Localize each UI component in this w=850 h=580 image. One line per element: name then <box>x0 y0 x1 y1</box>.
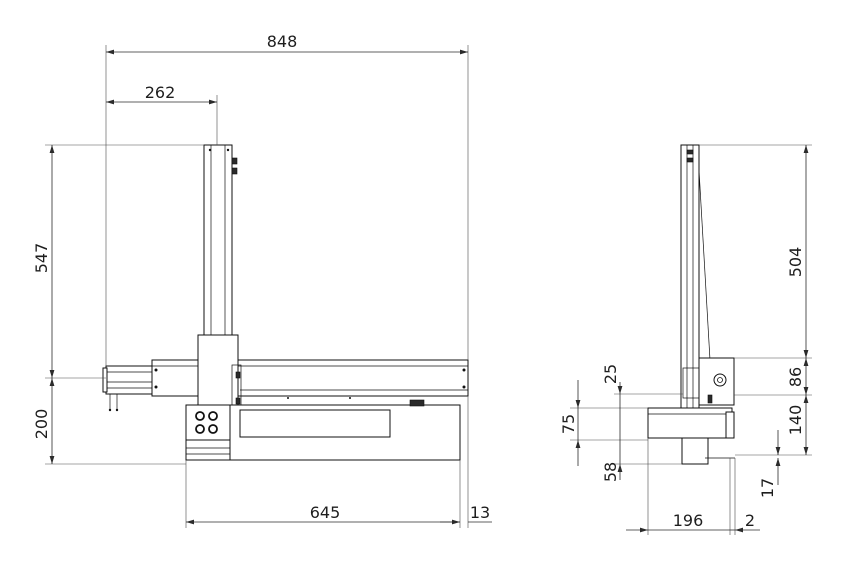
side-extension-lines <box>570 144 812 535</box>
dim-column-height: 547 <box>32 243 51 274</box>
side-view: 504 86 140 17 25 75 58 196 2 <box>559 144 812 535</box>
front-dimension-lines <box>49 49 492 525</box>
dim-column-offset: 262 <box>145 83 176 102</box>
dim-top-gap: 25 <box>601 364 620 384</box>
dim-base-height: 200 <box>32 409 51 440</box>
dim-mid-height: 75 <box>559 414 578 434</box>
carriage <box>197 334 242 406</box>
dim-lower-gap: 58 <box>601 462 620 482</box>
dim-end-offset: 13 <box>470 503 490 522</box>
dim-bottom-offset: 17 <box>758 478 777 498</box>
side-carriage <box>682 357 735 406</box>
dim-small-offset: 2 <box>745 511 755 530</box>
dim-lower-height: 140 <box>786 405 805 436</box>
front-view: 848 262 547 200 645 13 <box>32 32 492 528</box>
dim-carriage-height: 86 <box>786 367 805 387</box>
dim-depth: 196 <box>673 511 704 530</box>
side-dimension-lines <box>575 145 809 533</box>
gripper-end <box>102 365 153 412</box>
dim-beam-length: 645 <box>310 503 341 522</box>
base-assembly <box>185 397 461 461</box>
front-extension-lines <box>45 45 469 528</box>
dim-upper-height: 504 <box>786 247 805 278</box>
side-base <box>647 407 735 465</box>
dim-overall-width: 848 <box>267 32 298 51</box>
